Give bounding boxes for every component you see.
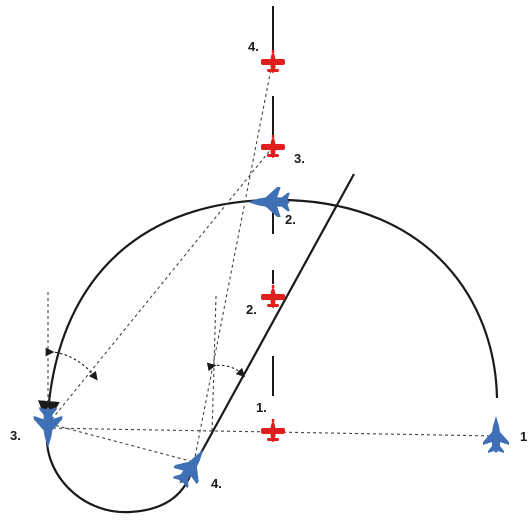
attacker-label-4: 4.: [211, 476, 222, 491]
attacker-jet-icon: [33, 407, 63, 448]
angle-arcs: [45, 347, 246, 381]
attacker-jet-icon: [483, 416, 509, 453]
attacker-jet-icon: [247, 187, 290, 217]
sight-line-3: [47, 147, 273, 425]
heading-reference-4: [211, 295, 217, 435]
target-aircraft-icon: [261, 50, 285, 73]
target-label-2: 2.: [246, 302, 257, 317]
sight-line-3-4: [49, 423, 195, 463]
sight-line-1: [271, 431, 497, 437]
attacker-aircraft-group: [33, 187, 509, 492]
attacker-jet-icon: [168, 441, 216, 492]
sight-line-1b: [43, 427, 273, 433]
deflection-angle-arc-3: [45, 347, 98, 381]
target-label-3: 3.: [294, 151, 305, 166]
attacker-label-1: 1: [520, 429, 527, 444]
attacker-label-2: 2.: [285, 212, 296, 227]
deflection-angle-arc-4: [206, 362, 246, 378]
sight-line-4: [193, 63, 273, 463]
attacker-loop: [45, 427, 194, 514]
target-label-4: 4.: [248, 39, 259, 54]
sight-lines: [43, 63, 497, 463]
target-aircraft-icon: [261, 135, 285, 158]
target-aircraft-icon: [261, 419, 285, 442]
attacker-label-3: 3.: [10, 428, 21, 443]
target-label-1: 1.: [256, 400, 267, 415]
attack-run-line: [195, 173, 355, 463]
